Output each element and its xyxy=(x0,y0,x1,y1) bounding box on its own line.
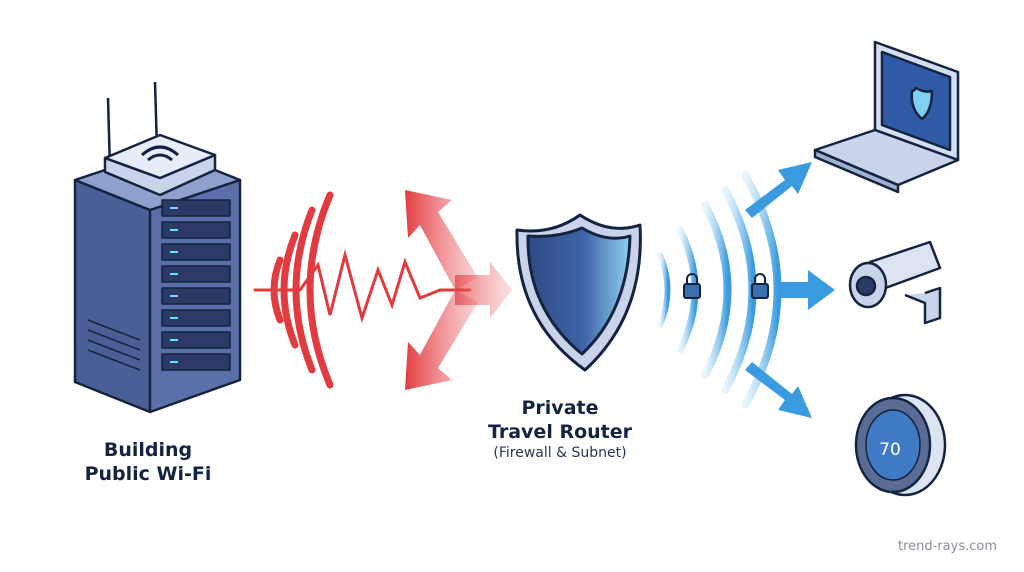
threat-arrows xyxy=(405,190,512,390)
router-label-line2: Travel Router xyxy=(487,421,632,443)
public-wifi-label-line2: Public Wi-Fi xyxy=(84,463,212,485)
public-wifi-label-line1: Building xyxy=(103,439,193,461)
lock-icon xyxy=(683,273,769,299)
router-sublabel: (Firewall & Subnet) xyxy=(493,445,627,461)
security-camera-icon xyxy=(848,240,942,325)
watermark: trend-rays.com xyxy=(898,539,998,554)
secure-arrows xyxy=(745,162,835,418)
wifi-router-icon xyxy=(103,81,217,197)
thermostat-reading: 70 xyxy=(879,440,901,460)
thermostat-icon xyxy=(854,393,947,497)
laptop-icon xyxy=(813,40,960,194)
router-label: Private Travel Router (Firewall & Subnet… xyxy=(470,396,650,462)
threat-signal-icon xyxy=(253,191,472,389)
router-label-line1: Private xyxy=(521,397,599,419)
shield-icon xyxy=(515,213,642,372)
public-wifi-label: Building Public Wi-Fi xyxy=(68,438,228,486)
